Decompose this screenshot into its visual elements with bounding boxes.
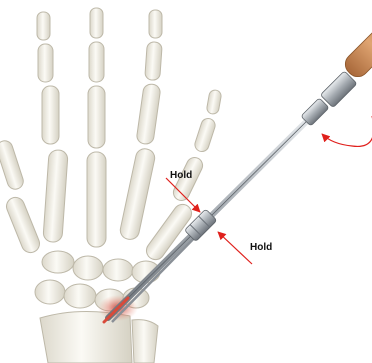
handle-ferrule [320, 71, 357, 108]
hold-arrow-lower [218, 232, 252, 264]
wooden-handle [341, 13, 372, 81]
ring-finger-bones [119, 10, 163, 241]
index-finger-bones [37, 12, 68, 243]
hold-label-upper: Hold [170, 170, 192, 181]
hold-label-lower: Hold [250, 242, 272, 253]
forearm-bones [40, 311, 158, 363]
thumb-bones [0, 139, 42, 256]
middle-finger-bones [87, 8, 106, 247]
curved-rotation-arrow [322, 116, 372, 146]
